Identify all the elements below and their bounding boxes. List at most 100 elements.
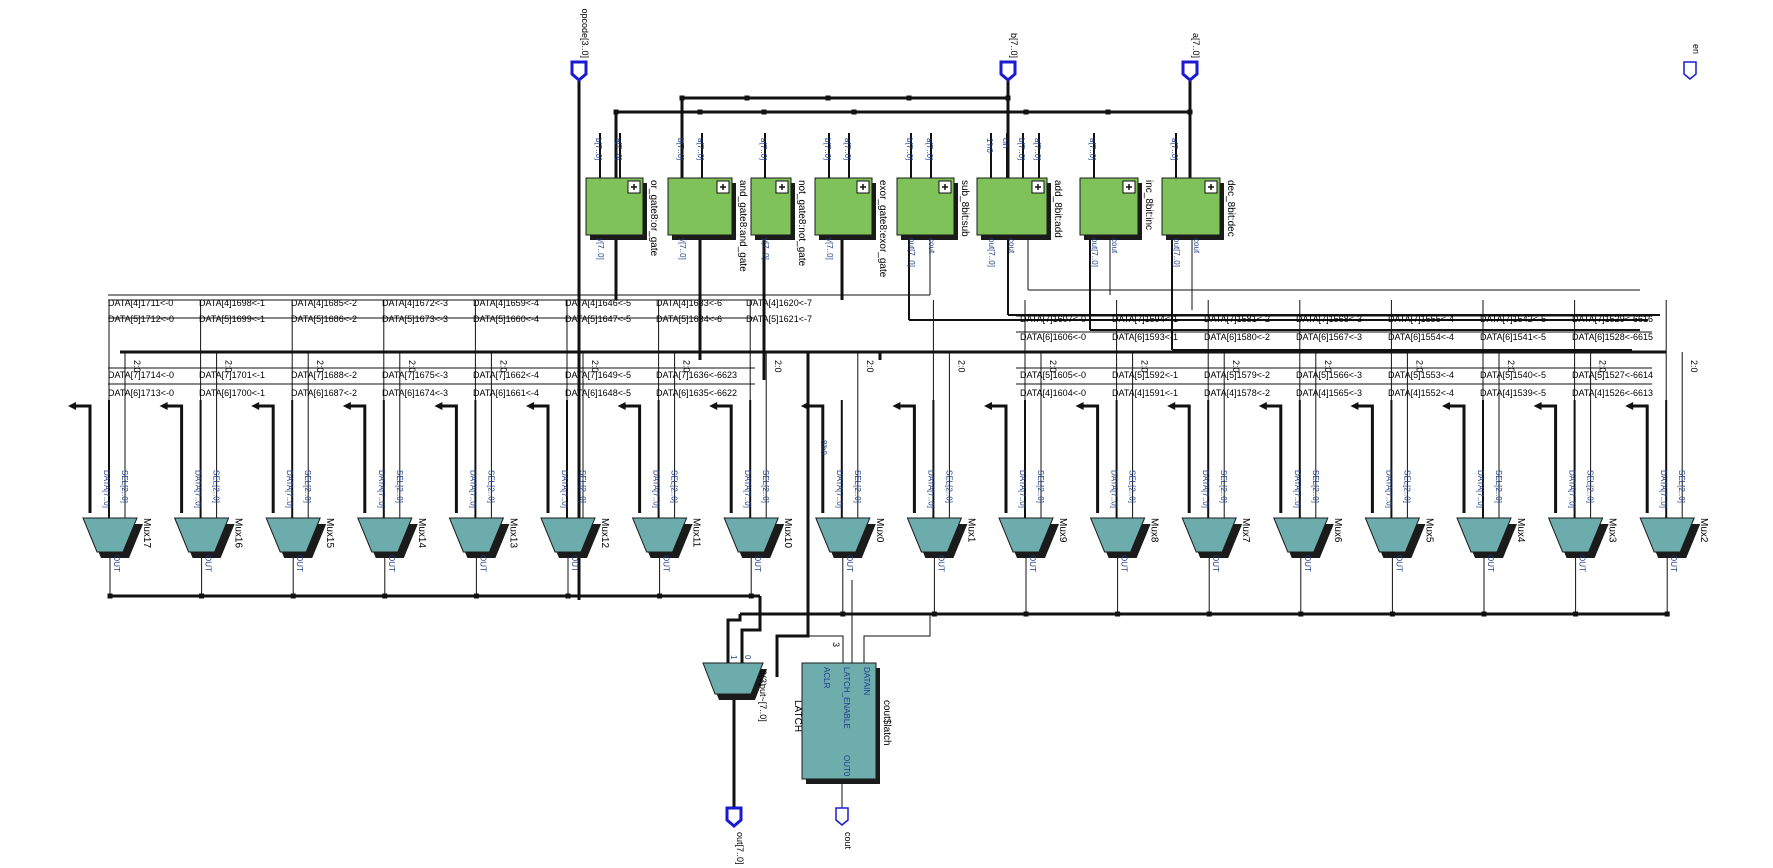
out-mux[interactable]: 1 0 8(3) out~[7..0] bbox=[702, 655, 768, 722]
arrow-left-icon bbox=[617, 402, 626, 410]
mux-name: Mux6 bbox=[1332, 518, 1343, 543]
mux-sel-value: 2:0 bbox=[315, 360, 325, 373]
mux-body bbox=[1089, 517, 1146, 553]
mux-name: Mux4 bbox=[1515, 518, 1526, 543]
block-out-label: out[7..0] bbox=[987, 238, 996, 267]
a-pin[interactable]: a[7..0] bbox=[1181, 33, 1201, 82]
cout-pin[interactable]: cout bbox=[835, 807, 853, 850]
mux-enable-stub bbox=[1632, 404, 1649, 513]
mux-name: Mux5 bbox=[1423, 518, 1434, 543]
block-out-label: y[7..0] bbox=[761, 238, 770, 260]
block-port-label: a[7..0] bbox=[1088, 138, 1097, 160]
block-port-label: cin bbox=[1001, 138, 1010, 148]
mux-sel-value: 2:0 bbox=[682, 360, 692, 373]
en-pin[interactable]: en bbox=[1683, 44, 1701, 80]
mux-out-port: OUT bbox=[1486, 555, 1495, 572]
en-pin-label: en bbox=[1691, 44, 1701, 54]
block-cout-label: cout bbox=[1007, 238, 1016, 254]
mux-enable-stub bbox=[1540, 404, 1558, 513]
mux-out-port: OUT bbox=[204, 555, 213, 572]
data-label-right-r3: DATA[5]1553<-4 bbox=[1388, 370, 1454, 380]
mux-enable-stub bbox=[1357, 404, 1374, 513]
data-label-left-r2: DATA[5]1647<-5 bbox=[565, 314, 631, 324]
block-exor[interactable]: exor_gate8:exor_gateb[7..0]a[7..0]y[7..0… bbox=[814, 138, 888, 278]
wire bbox=[726, 614, 742, 663]
b-pin[interactable]: b[7..0] bbox=[999, 33, 1019, 82]
mux-body bbox=[1364, 517, 1421, 553]
mux-sel-value: 2:0 bbox=[1689, 360, 1699, 373]
mux-sel-value: 2:0 bbox=[865, 360, 875, 373]
mux-body bbox=[1181, 517, 1237, 553]
opcode-pin[interactable]: opcode[3..0] bbox=[570, 8, 590, 82]
mux-body bbox=[723, 517, 779, 553]
b-bus-junction bbox=[1005, 95, 1011, 101]
data-label-left-r1: DATA[4]1620<-7 bbox=[746, 298, 812, 308]
block-port-label: b[7..0] bbox=[823, 138, 832, 160]
block-port-label: a[7..0] bbox=[843, 138, 852, 160]
data-label-right-r4: DATA[4]1578<-2 bbox=[1204, 388, 1270, 398]
mux-name: Mux14 bbox=[416, 518, 427, 548]
mux-data-port: DATA[7..0] bbox=[560, 470, 569, 508]
mux-sel-port: SEL[2..0] bbox=[1402, 470, 1411, 503]
mux-enable-stub bbox=[1265, 404, 1283, 513]
arrow-left-icon bbox=[984, 402, 992, 410]
data-label-right-r1: DATA[7]1542<-5 bbox=[1480, 314, 1546, 324]
data-label-right-r2: DATA[6]1541<-5 bbox=[1480, 332, 1546, 342]
mux-sel-value: 2:0 bbox=[1323, 360, 1333, 373]
out-mux-out-label: out~[7..0] bbox=[758, 684, 768, 722]
cout-latch[interactable]: cout$latch LATCH DATAIN LATCH_ENABLE ACL… bbox=[792, 642, 892, 784]
plus-icon bbox=[860, 184, 866, 190]
mux-name: Mux10 bbox=[782, 518, 793, 548]
mux-name: Mux3 bbox=[1607, 518, 1618, 543]
out-pin[interactable]: out[7..0] bbox=[725, 806, 745, 865]
data-label-left-r4: DATA[6]1700<-1 bbox=[199, 388, 265, 398]
wire bbox=[863, 614, 931, 663]
data-label-left-r4: DATA[6]1674<-3 bbox=[382, 388, 448, 398]
wires-layer bbox=[68, 80, 1683, 808]
data-label-left-r3: DATA[7]1649<-5 bbox=[565, 370, 631, 380]
data-label-left-r2: DATA[5]1634<-6 bbox=[656, 314, 722, 324]
block-out-label: out[7..0] bbox=[1090, 238, 1099, 267]
data-label-right-r2: DATA[6]1554<-4 bbox=[1388, 332, 1454, 342]
mux-data-port: DATA[7..0] bbox=[102, 470, 111, 508]
mux-enable-stub bbox=[991, 404, 1008, 513]
data-label-right-r4: DATA[4]1604<-0 bbox=[1020, 388, 1086, 398]
data-label-right-r2: DATA[6]1593<-1 bbox=[1112, 332, 1178, 342]
mux-name: Mux0 bbox=[874, 518, 885, 543]
data-label-left-r2: DATA[5]1621<-7 bbox=[746, 314, 812, 324]
arrow-left-icon bbox=[1442, 402, 1450, 410]
wire bbox=[740, 596, 762, 663]
data-label-right-r3: DATA[5]1540<-5 bbox=[1480, 370, 1546, 380]
mux-sel-port: SEL[2..0] bbox=[1677, 470, 1686, 503]
mux-enable-stub bbox=[624, 404, 642, 513]
plus-icon bbox=[1126, 184, 1132, 190]
mux-data-port: DATA[7..0] bbox=[1659, 470, 1668, 508]
mux-sel-port: SEL[2..0] bbox=[670, 470, 679, 503]
mux-out-port: OUT bbox=[1578, 555, 1587, 572]
